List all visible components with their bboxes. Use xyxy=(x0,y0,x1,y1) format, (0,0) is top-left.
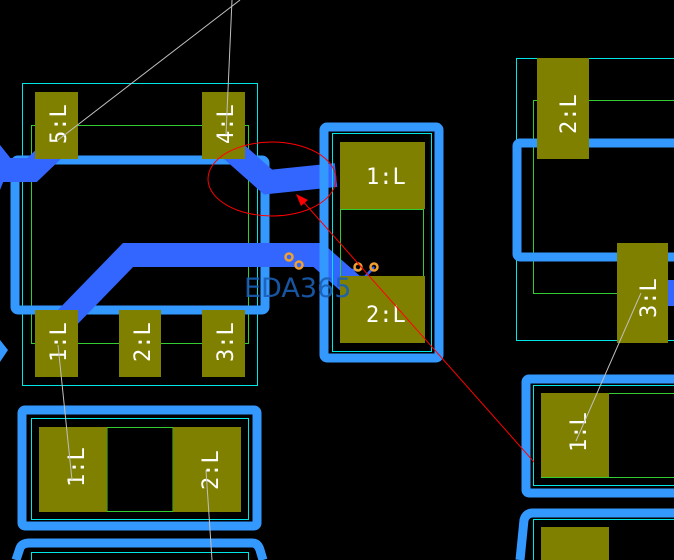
keepout-ring xyxy=(319,122,444,363)
drc-error-marker[interactable] xyxy=(207,141,535,463)
footprint-c3[interactable]: 1:L 2:L xyxy=(11,405,268,560)
courtyard-outline xyxy=(22,83,258,386)
trace[interactable] xyxy=(51,243,360,334)
ratsnest-line xyxy=(575,292,642,442)
trace-stub xyxy=(668,280,674,306)
courtyard-outline xyxy=(31,552,249,560)
courtyard-outline xyxy=(31,418,249,520)
pad-label: 2:L xyxy=(131,322,156,362)
pad-label: 2:L xyxy=(199,450,224,490)
pad-2[interactable]: 2:L xyxy=(340,276,425,343)
footprint-u1[interactable]: 5:L 4:L 1:L 2:L 3:L xyxy=(0,83,375,386)
silkscreen-outline xyxy=(533,100,674,294)
trace[interactable] xyxy=(224,141,338,195)
silkscreen-outline xyxy=(106,427,174,512)
keepout-ring xyxy=(515,508,674,560)
courtyard-outline xyxy=(533,385,674,486)
trace-stub xyxy=(0,145,12,190)
pad-2[interactable]: 2:L xyxy=(173,427,241,512)
pad[interactable] xyxy=(541,527,609,560)
watermark: EDA365 xyxy=(244,273,351,304)
keepout-ring xyxy=(512,138,674,262)
ratsnest-line xyxy=(225,0,233,136)
drc-pointer-line xyxy=(299,197,535,463)
via[interactable] xyxy=(294,260,304,270)
keepout-stub xyxy=(0,340,8,362)
courtyard-outline xyxy=(332,133,432,352)
footprint-c2[interactable]: 1:L xyxy=(515,374,674,560)
pad-3[interactable]: 3:L xyxy=(617,243,668,343)
pad-label: 2:L xyxy=(366,303,406,328)
ratsnest-line xyxy=(205,469,213,560)
pad-label: 3:L xyxy=(214,322,239,362)
keepout-ring xyxy=(10,155,270,315)
pad-4[interactable]: 4:L xyxy=(202,92,245,159)
pad-1[interactable]: 1:L xyxy=(541,393,609,477)
footprint-r1[interactable]: 2:L 3:L xyxy=(512,58,674,343)
footprint-c1[interactable]: 1:L 2:L xyxy=(319,122,444,363)
arrow-head-icon xyxy=(296,194,308,206)
pad-label: 1:L xyxy=(366,165,406,190)
pad-1[interactable]: 1:L xyxy=(39,427,107,512)
pad-2[interactable]: 2:L xyxy=(537,58,589,159)
pad-label: 2:L xyxy=(557,94,582,134)
via[interactable] xyxy=(284,252,294,262)
ratsnest-line xyxy=(57,344,73,481)
pad-label: 3:L xyxy=(637,278,662,318)
pad-3[interactable]: 3:L xyxy=(202,310,245,377)
pad-2[interactable]: 2:L xyxy=(119,310,161,377)
silkscreen-outline xyxy=(340,209,424,277)
pad-label: 5:L xyxy=(47,104,72,144)
keepout-ring xyxy=(521,374,674,498)
thin-trace[interactable] xyxy=(289,255,375,279)
ratsnest-line xyxy=(57,0,241,141)
keepout-ring xyxy=(17,405,262,531)
pad-1[interactable]: 1:L xyxy=(340,142,425,209)
keepout-ring xyxy=(11,538,268,560)
drc-ellipse xyxy=(207,141,337,217)
courtyard-outline xyxy=(533,519,674,560)
via[interactable] xyxy=(353,262,363,272)
via[interactable] xyxy=(369,262,379,272)
pad-1[interactable]: 1:L xyxy=(35,310,78,377)
pad-5[interactable]: 5:L xyxy=(35,92,78,159)
